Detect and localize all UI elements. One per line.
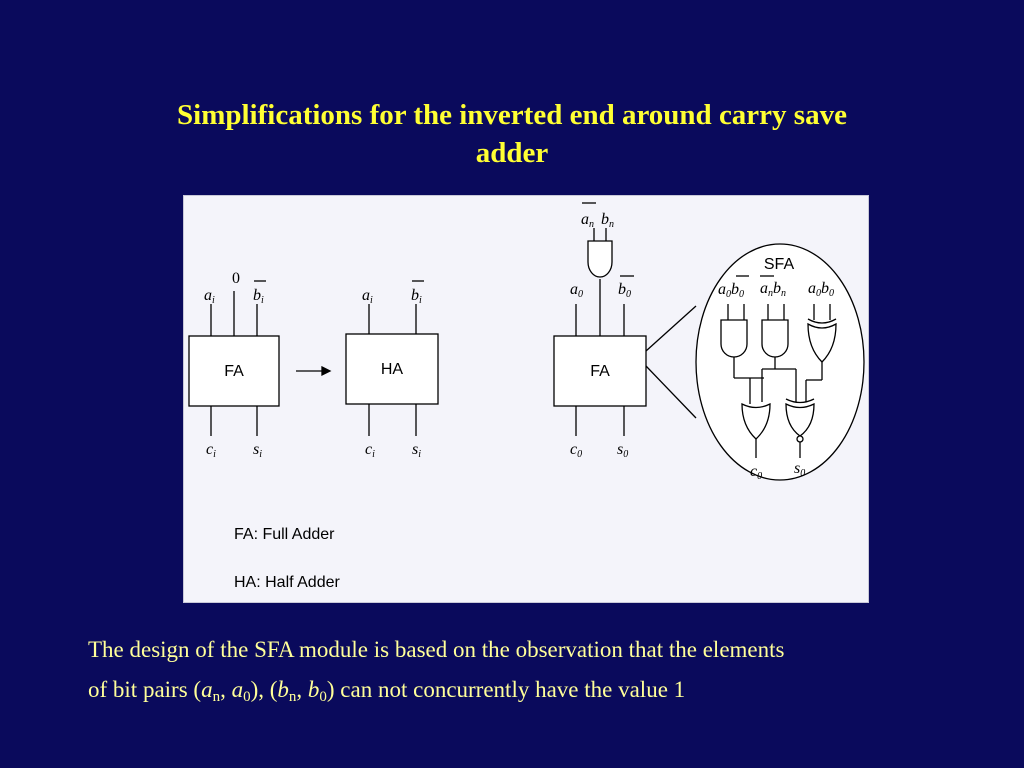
fa2-top-input-b: bn: [601, 211, 614, 230]
fa2-input-b: b0: [618, 281, 631, 300]
sfa-or-gate: [741, 402, 771, 440]
and-gate-top: [587, 240, 613, 278]
ha-block: [345, 333, 439, 405]
sfa-ellipse: [695, 243, 865, 481]
diagram-panel: FA 0 ai bi ci si HA ai bi ci si FA an bn…: [183, 195, 869, 603]
sfa-input-pair-1: a0b0: [718, 281, 744, 300]
fa-block-1: [188, 335, 280, 407]
ha-input-b: bi: [411, 287, 422, 306]
fa2-top-input-a: an: [581, 211, 594, 230]
fa1-output-c: ci: [206, 441, 216, 460]
legend-fa: FA: Full Adder: [234, 526, 335, 543]
sfa-and-gate-2: [761, 319, 789, 358]
fa2-output-s: s0: [617, 441, 628, 460]
fa1-zero-label: 0: [232, 270, 240, 287]
body-line-1: The design of the SFA module is based on…: [88, 637, 785, 662]
ha-input-a: ai: [362, 287, 373, 306]
sfa-input-pair-3: a0b0: [808, 280, 834, 299]
legend-ha: HA: Half Adder: [234, 574, 341, 591]
fa2-input-a: a0: [570, 281, 583, 300]
fa2-label: FA: [590, 363, 610, 380]
slide-title: Simplifications for the inverted end aro…: [100, 96, 924, 172]
ha-output-s: si: [412, 441, 421, 460]
sfa-output-c: c0: [750, 463, 762, 482]
body-line-2: of bit pairs (an, a0), (bn, b0) can not …: [88, 677, 686, 705]
circuit-diagram: FA 0 ai bi ci si HA ai bi ci si FA an bn…: [188, 202, 865, 591]
fa1-input-a: ai: [204, 287, 215, 306]
ha-label: HA: [381, 361, 404, 378]
fa1-input-b: bi: [253, 287, 264, 306]
sfa-input-pair-2: anbn: [760, 280, 786, 299]
sfa-and-gate-1: [720, 319, 748, 358]
sfa-xor-gate: [807, 322, 837, 363]
title-line-1: Simplifications for the inverted end aro…: [177, 99, 847, 131]
sfa-label: SFA: [764, 256, 795, 273]
sfa-xnor-gate: [785, 402, 815, 437]
ha-output-c: ci: [365, 441, 375, 460]
fa1-output-s: si: [253, 441, 262, 460]
sfa-output-s: s0: [794, 460, 805, 479]
fa2-output-c: c0: [570, 441, 582, 460]
fa1-label: FA: [224, 363, 244, 380]
body-paragraph: The design of the SFA module is based on…: [88, 630, 968, 717]
title-line-2: adder: [475, 137, 549, 169]
